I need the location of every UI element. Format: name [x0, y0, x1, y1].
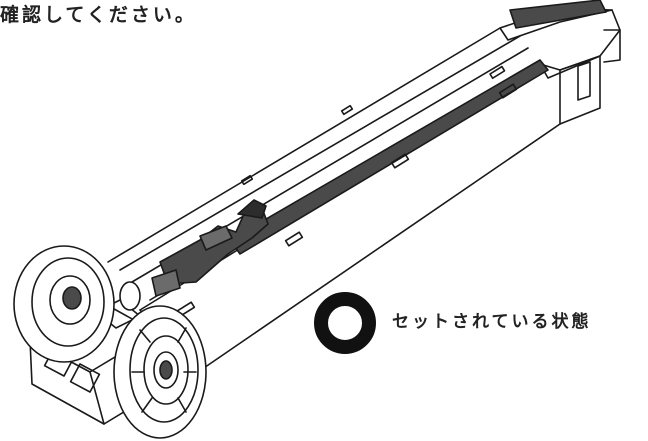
- instruction-text: 確認してください。: [0, 4, 197, 26]
- side-slots: [176, 65, 518, 317]
- dark-rail-strip: [229, 0, 607, 255]
- dark-carriage: [151, 199, 269, 297]
- rear-wheel: [13, 245, 115, 363]
- front-wheel: [113, 305, 207, 439]
- circle-ok-icon: [314, 292, 376, 354]
- status-caption: セットされている状態: [392, 312, 592, 332]
- middle-wheel: [119, 281, 141, 311]
